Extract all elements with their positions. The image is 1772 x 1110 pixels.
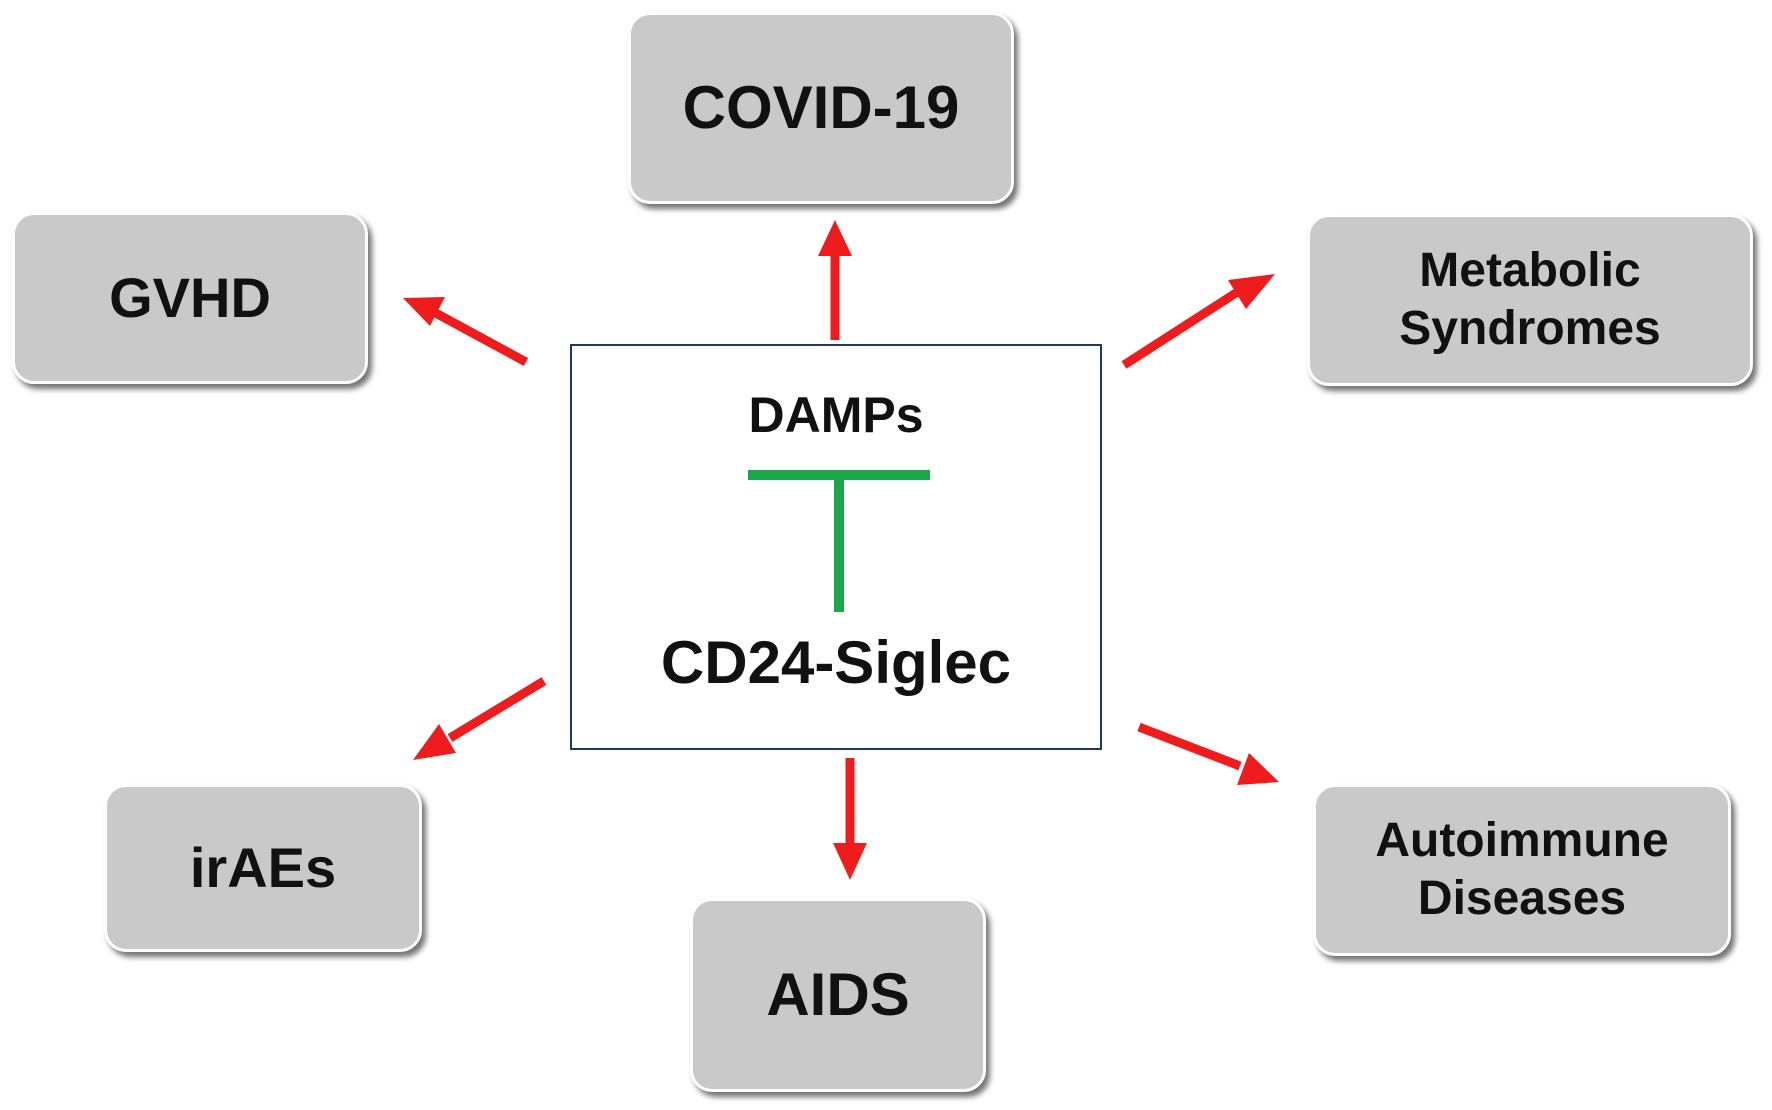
arrow-to-covid-19-head (818, 220, 852, 256)
node-metabolic-label-line2: Syndromes (1399, 302, 1661, 355)
arrow-to-iraes-head (413, 724, 456, 760)
arrow-to-autoimmune-diseases-head (1237, 753, 1279, 785)
node-aids: AIDS (690, 898, 986, 1092)
node-metabolic-label-line1: Metabolic (1419, 244, 1641, 298)
node-autoimmune-label-line2: Diseases (1417, 872, 1627, 925)
arrow-to-gvhd-shaft (429, 307, 529, 366)
node-metabolic-syndromes: Metabolic Syndromes (1307, 214, 1753, 386)
node-iraes: irAEs (104, 784, 422, 952)
node-iraes-label: irAEs (189, 836, 337, 900)
node-covid-19-label: COVID-19 (682, 74, 960, 141)
arrow-to-autoimmune-diseases-shaft (1137, 722, 1242, 771)
damps-label: DAMPs (748, 387, 924, 443)
inhibition-stem (834, 470, 844, 612)
node-gvhd: GVHD (12, 212, 368, 384)
cd24-siglec-label: CD24-Siglec (660, 629, 1012, 696)
arrow-to-metabolic-syndromes-head (1228, 274, 1275, 309)
node-aids-label: AIDS (766, 961, 910, 1028)
node-covid-19: COVID-19 (628, 12, 1014, 204)
node-gvhd-label: GVHD (109, 266, 271, 330)
center-box: DAMPs CD24-Siglec (570, 344, 1102, 750)
arrow-to-gvhd-head (403, 297, 445, 326)
arrow-to-iraes-shaft (447, 677, 547, 742)
arrow-to-metabolic-syndromes-shaft (1121, 287, 1242, 369)
node-autoimmune-diseases: Autoimmune Diseases (1313, 784, 1731, 956)
node-autoimmune-label-line1: Autoimmune (1375, 814, 1669, 868)
arrow-to-aids-head (833, 843, 867, 880)
